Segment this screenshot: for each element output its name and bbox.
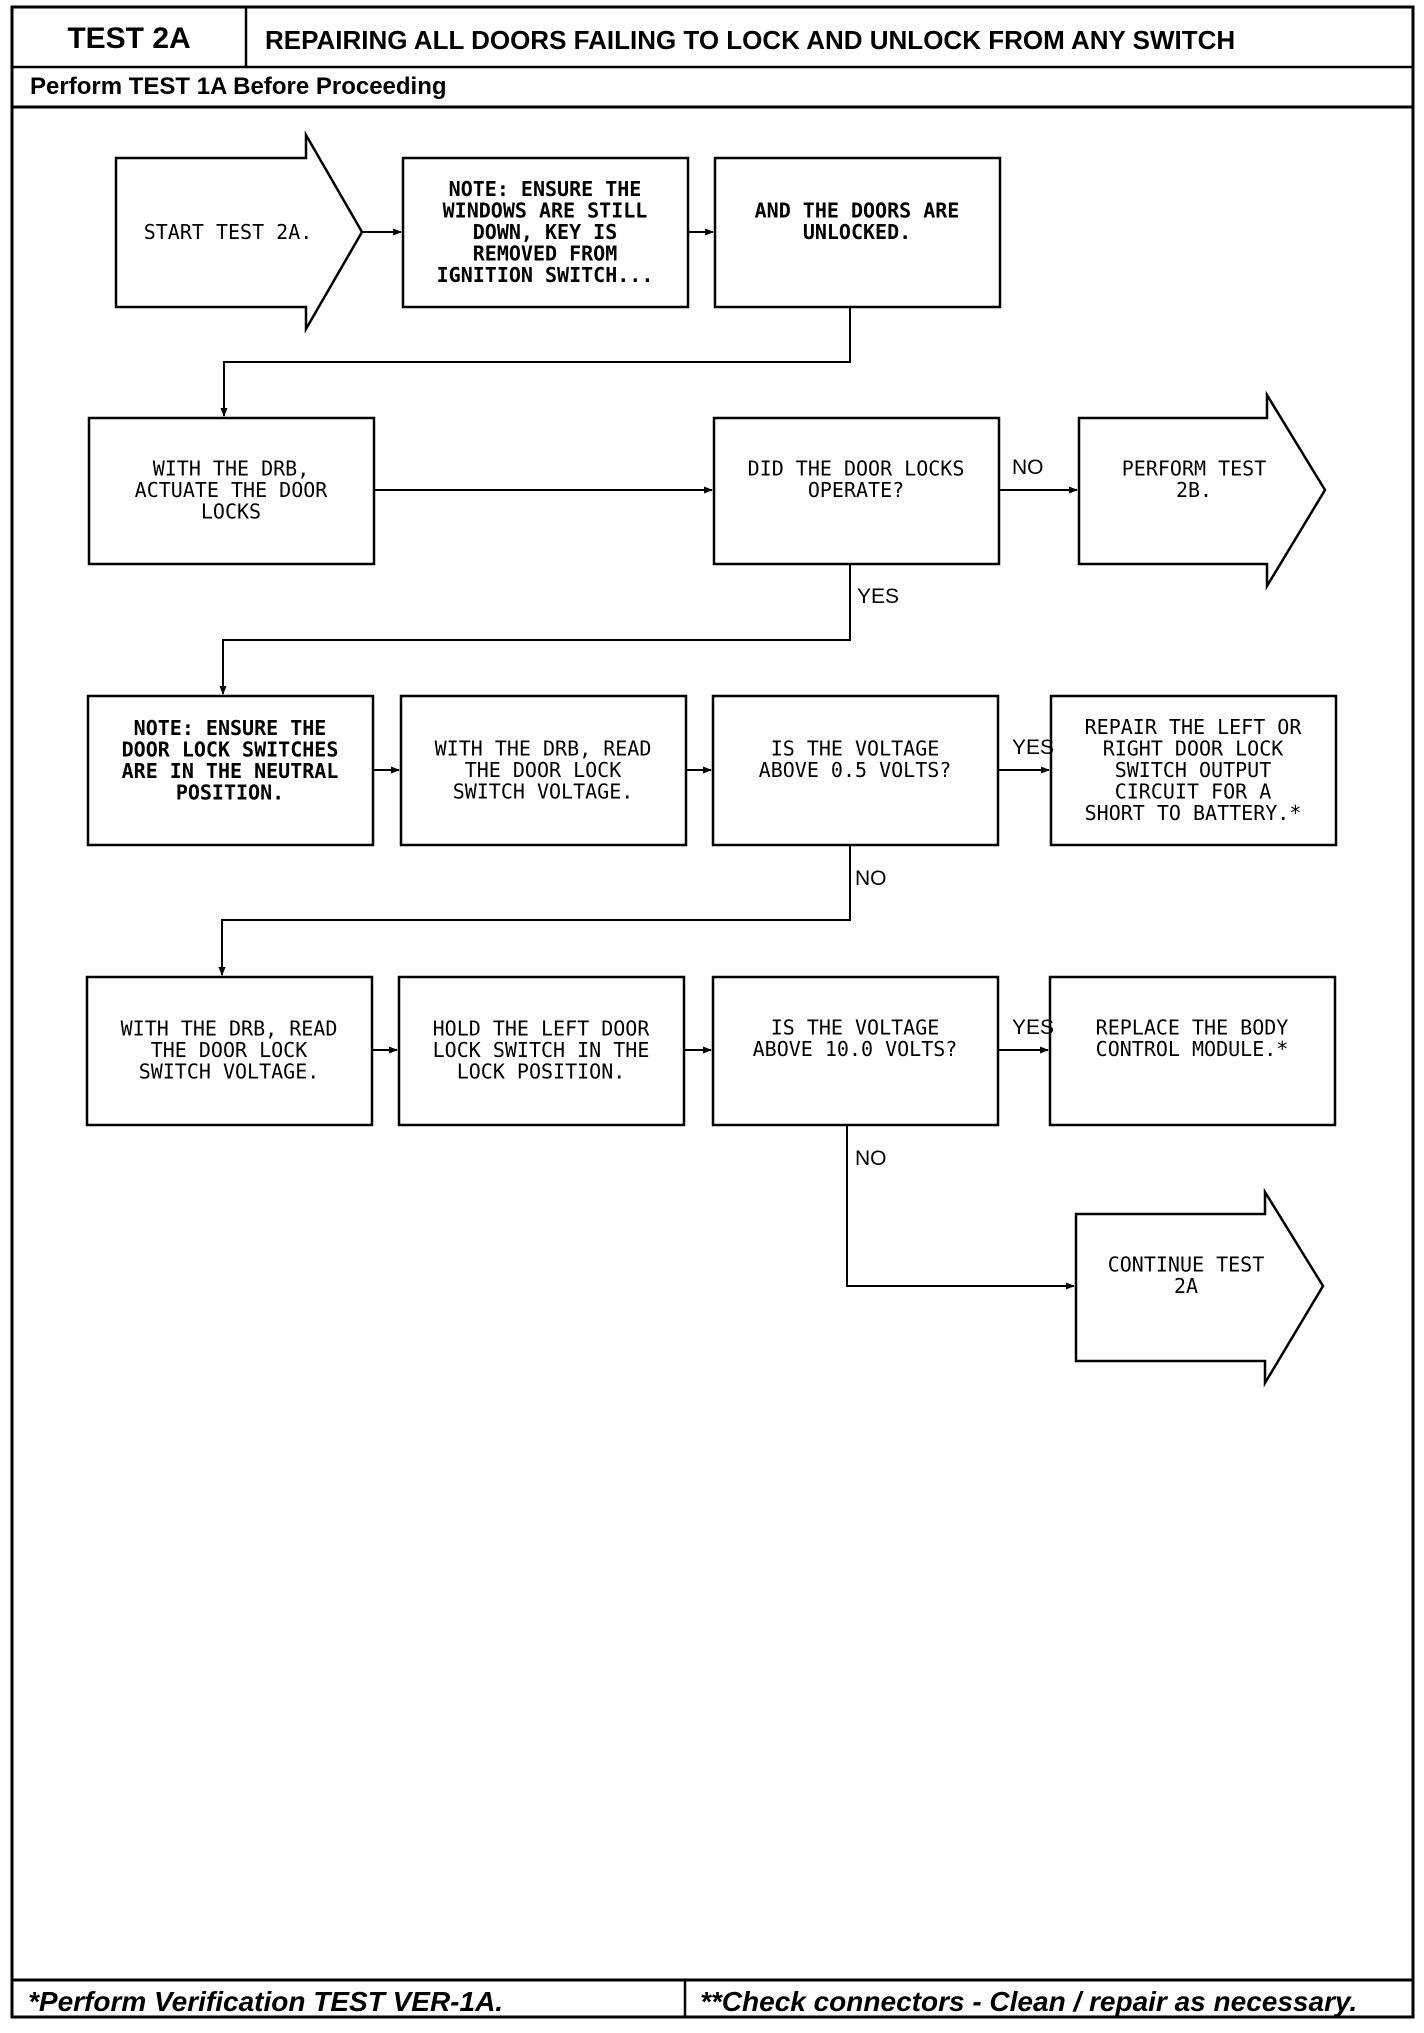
node-text-line: UNLOCKED. (803, 220, 911, 244)
node-text-line: OPERATE? (808, 478, 904, 502)
replace-bcm-box (1048, 975, 1337, 1127)
node-text-line: NOTE: ENSURE THE (449, 177, 642, 201)
node-text-line: HOLD THE LEFT DOOR (433, 1017, 651, 1041)
node-text-line: DOOR LOCK SWITCHES (122, 737, 339, 761)
node-text-line: WITH THE DRB, READ (435, 737, 652, 761)
node-text-line: LOCK SWITCH IN THE (433, 1038, 650, 1062)
node-text-line: THE DOOR LOCK (151, 1038, 308, 1062)
read-voltage-2-box (85, 975, 374, 1127)
node-text-line: WITH THE DRB, (153, 457, 310, 481)
node-text-line: POSITION. (176, 780, 284, 804)
node-text-line: 2A (1174, 1274, 1198, 1298)
prerequisite-note: Perform TEST 1A Before Proceeding (30, 73, 447, 100)
node-text-line: THE DOOR LOCK (465, 758, 622, 782)
perform-2b-arrow-shape (1077, 390, 1327, 591)
node-text-line: IGNITION SWITCH... (437, 263, 654, 287)
node-text-line: RIGHT DOOR LOCK (1103, 737, 1284, 761)
test-title: REPAIRING ALL DOORS FAILING TO LOCK AND … (265, 25, 1235, 55)
node-text-line: START TEST 2A. (144, 220, 313, 244)
node-text-line: IS THE VOLTAGE (771, 1015, 940, 1039)
test-id: TEST 2A (67, 22, 190, 55)
node-text-line: REMOVED FROM (473, 242, 618, 266)
actuate-locks-box (87, 416, 376, 566)
node-start: START TEST 2A. (144, 220, 313, 244)
node-text-line: CIRCUIT FOR A (1115, 780, 1272, 804)
edge-label-yes-1: YES (857, 585, 899, 608)
node-text-line: CONTINUE TEST (1108, 1252, 1265, 1276)
node-text-line: AND THE DOORS ARE (755, 198, 960, 222)
edge-label-no-3: NO (855, 1147, 887, 1170)
locks-operate-decision-box (712, 416, 1001, 566)
read-voltage-1-box (399, 694, 688, 847)
node-text-line: SWITCH OUTPUT (1115, 758, 1272, 782)
edge-yes-to-note-neutral (219, 564, 851, 695)
repair-short-box (1049, 694, 1338, 847)
node-text-line: SHORT TO BATTERY.* (1085, 801, 1302, 825)
edge-no-to-continue (846, 1125, 1075, 1290)
start-arrow-shape (114, 130, 364, 334)
node-text-line: SWITCH VOLTAGE. (453, 780, 634, 804)
node-text-line: ABOVE 0.5 VOLTS? (759, 758, 952, 782)
node-text-line: CONTROL MODULE.* (1096, 1037, 1289, 1061)
edge-label-yes-2: YES (1012, 736, 1054, 759)
voltage-05-decision-box (711, 694, 1000, 847)
node-text-line: SWITCH VOLTAGE. (139, 1060, 320, 1084)
node-text-line: NOTE: ENSURE THE (134, 716, 327, 740)
node-text-line: DID THE DOOR LOCKS (748, 456, 965, 480)
node-text-line: REPAIR THE LEFT OR (1085, 715, 1303, 739)
node-text-line: LOCK POSITION. (457, 1060, 626, 1084)
node-text-line: 2B. (1176, 478, 1212, 502)
node-text-line: ARE IN THE NEUTRAL (122, 759, 339, 783)
page-frame (10, 5, 1415, 2019)
edge-no-to-read-2 (218, 845, 851, 976)
node-text-line: PERFORM TEST (1122, 456, 1267, 480)
node-text-line: IS THE VOLTAGE (771, 736, 940, 760)
edge-label-yes-3: YES (1012, 1016, 1054, 1039)
edge-unlocked-to-actuate (220, 307, 851, 417)
hold-left-switch-box (397, 975, 686, 1127)
node-text-line: LOCKS (201, 500, 261, 524)
edge-label-no-1: NO (1012, 456, 1044, 479)
voltage-10-decision-box (711, 975, 1000, 1127)
footer-connectors-note: **Check connectors - Clean / repair as n… (700, 1986, 1357, 2017)
node-text-line: DOWN, KEY IS (473, 220, 618, 244)
node-text-line: WINDOWS ARE STILL (443, 199, 648, 223)
edge-label-no-2: NO (855, 867, 887, 890)
node-text-line: REPLACE THE BODY (1096, 1015, 1289, 1039)
node-text-line: WITH THE DRB, READ (121, 1017, 338, 1041)
node-text-line: ABOVE 10.0 VOLTS? (753, 1037, 958, 1061)
footer-verification-note: *Perform Verification TEST VER-1A. (28, 1986, 503, 2017)
doors-unlocked-box (713, 156, 1002, 309)
node-text-line: ACTUATE THE DOOR (135, 478, 329, 502)
continue-2a-arrow-shape (1074, 1187, 1325, 1388)
